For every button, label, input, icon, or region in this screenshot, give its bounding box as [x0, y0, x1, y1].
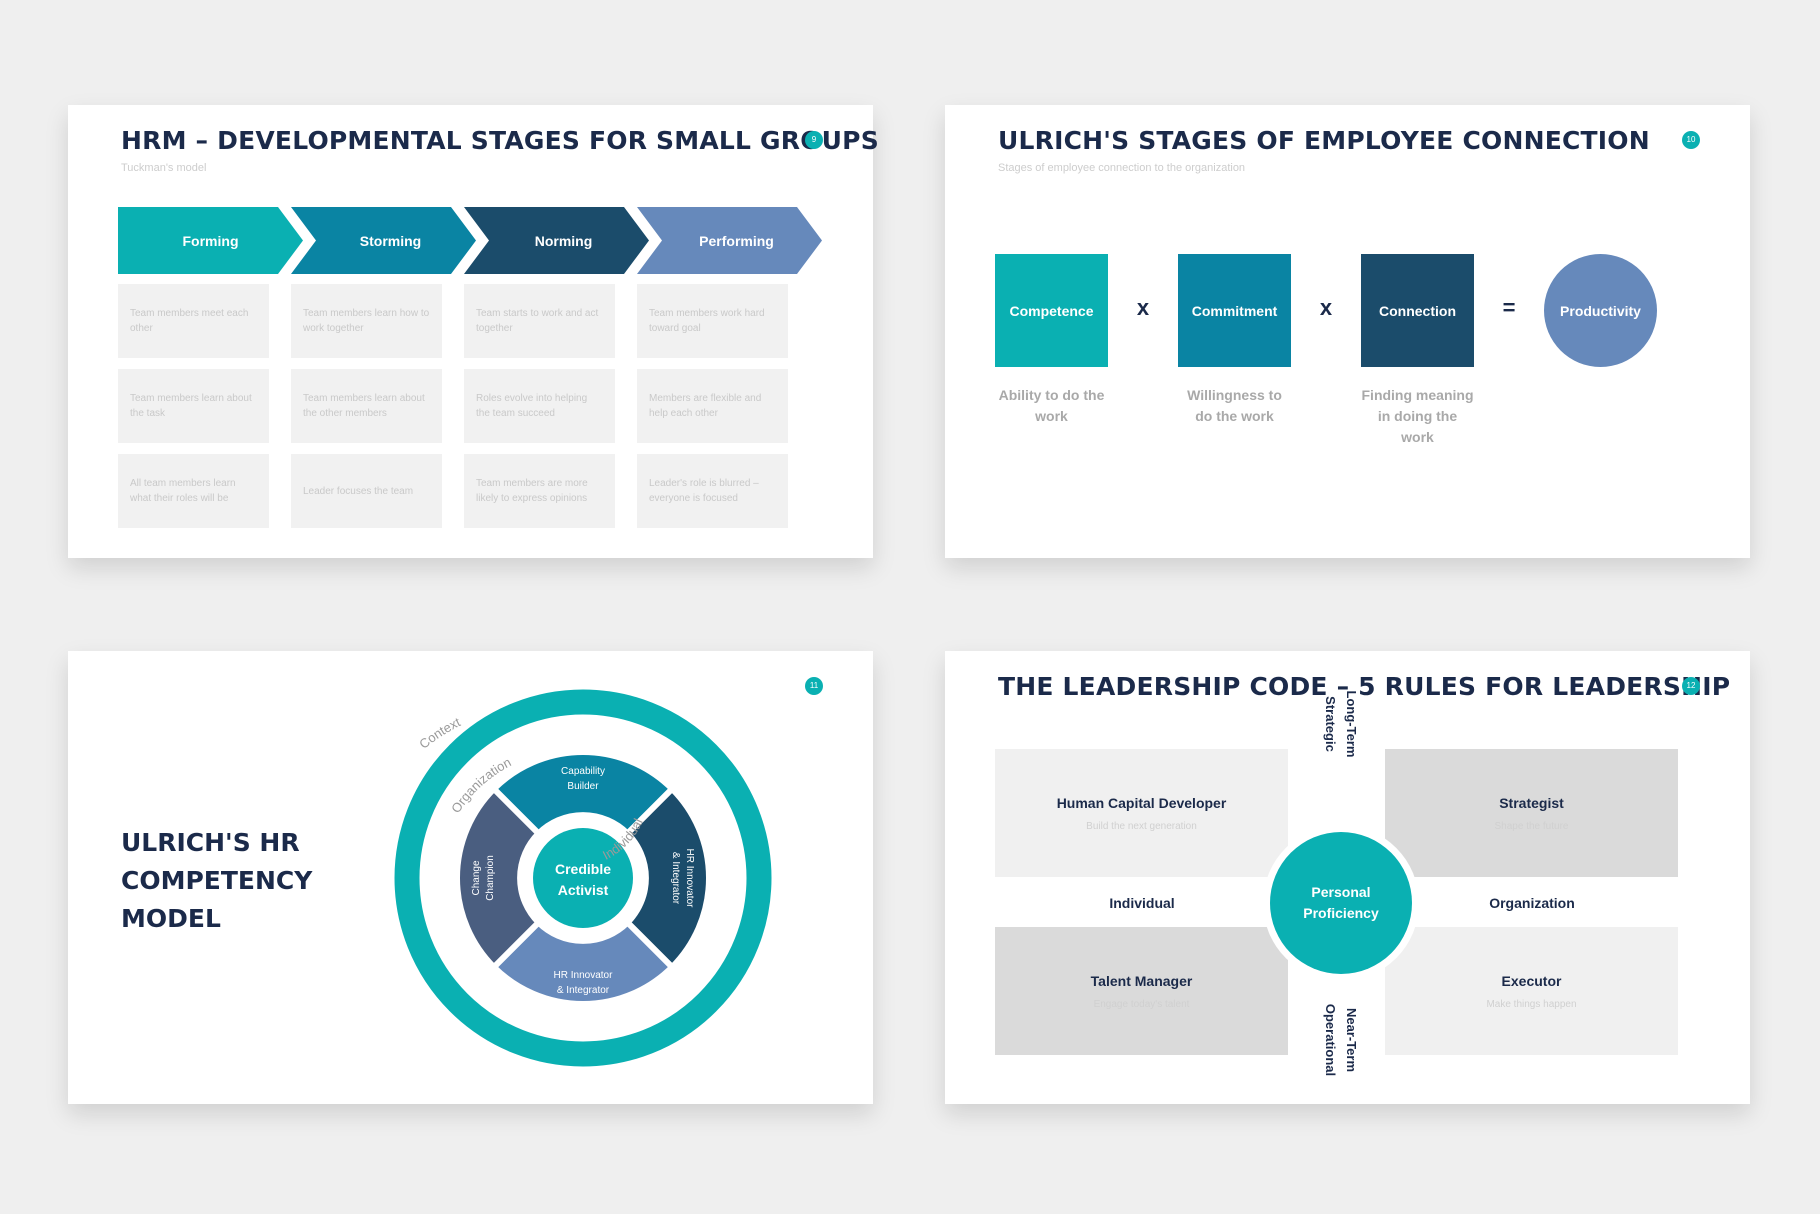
segment-top	[489, 748, 677, 838]
slide-leadership-code[interactable]: THE LEADERSHIP CODE – 5 RULES FOR LEADER…	[945, 651, 1750, 1104]
slide-developmental-stages[interactable]: HRM – DEVELOPMENTAL STAGES FOR SMALL GRO…	[68, 105, 879, 558]
multiply-operator: x	[1319, 295, 1333, 320]
segment-label-bottom: HR Innovator	[554, 970, 614, 981]
quadrant-title: Executor	[1501, 972, 1562, 989]
term-box-connection: Connection	[1361, 254, 1474, 367]
title-line: MODEL	[121, 904, 221, 933]
title-line: ULRICH'S HR	[121, 828, 300, 857]
segment-label-left: Change	[471, 860, 482, 895]
slide-subtitle: Tuckman's model	[121, 162, 207, 174]
segment-label-bottom: & Integrator	[557, 985, 610, 996]
stage-note: Members are flexible and help each other	[637, 369, 788, 443]
stage-note: All team members learn what their roles …	[118, 454, 269, 528]
stage-chevron-storming: Storming	[291, 207, 476, 274]
title-line: COMPETENCY	[121, 866, 313, 895]
axis-label-long-term-strategic: Long-Term Strategic	[1320, 664, 1362, 784]
slide-title: ULRICH'S STAGES OF EMPLOYEE CONNECTION	[998, 126, 1650, 155]
stage-note: Team members learn about the task	[118, 369, 269, 443]
term-box-competence: Competence	[995, 254, 1108, 367]
quadrant-talent-manager: Talent Manager Engage today's talent	[995, 927, 1288, 1055]
quadrant-human-capital-developer: Human Capital Developer Build the next g…	[995, 749, 1288, 877]
stage-note: Leader focuses the team	[291, 454, 442, 528]
segment-label-top: Capability	[561, 766, 605, 777]
page-number-badge: 9	[805, 131, 823, 149]
term-caption: Willingness to do the work	[1187, 387, 1282, 424]
segment-left	[453, 784, 543, 972]
stage-note: Team members learn about the other membe…	[291, 369, 442, 443]
stage-note: Leader's role is blurred – everyone is f…	[637, 454, 788, 528]
stage-chevron-forming: Forming	[118, 207, 303, 274]
quadrant-strategist: Strategist Shape the future	[1385, 749, 1678, 877]
result-circle-productivity: Productivity	[1544, 254, 1657, 367]
competency-wheel: Credible Activist Capability Builder HR …	[394, 689, 772, 1067]
center-circle	[533, 828, 633, 928]
axis-label-line: Near-Term	[1344, 1007, 1359, 1073]
segment-bottom	[489, 918, 677, 1008]
quadrant-subtitle: Build the next generation	[1086, 820, 1197, 832]
stage-note: Team members learn how to work together	[291, 284, 442, 358]
stage-note: Roles evolve into helping the team succe…	[464, 369, 615, 443]
slide-subtitle: Stages of employee connection to the org…	[998, 162, 1246, 174]
axis-label-organization: Organization	[1489, 895, 1575, 911]
quadrant-title: Talent Manager	[1090, 972, 1193, 989]
axis-label-individual: Individual	[1109, 895, 1175, 911]
outer-ring	[394, 689, 772, 1067]
axis-label-near-term-operational: Near-Term Operational	[1320, 980, 1362, 1100]
quadrant-subtitle: Engage today's talent	[1093, 998, 1190, 1010]
segment-label-right: HR Innovator	[684, 849, 695, 909]
center-label: Activist	[558, 882, 609, 898]
stage-note: Team starts to work and act together	[464, 284, 615, 358]
equals-operator: =	[1502, 295, 1516, 320]
page-number-badge: 10	[1682, 131, 1700, 149]
segment-label-left: Champion	[485, 855, 496, 901]
axis-label-line: Long-Term	[1344, 690, 1359, 758]
multiply-operator: x	[1136, 295, 1150, 320]
axis-label-line: Strategic	[1323, 696, 1338, 752]
slide-employee-connection[interactable]: ULRICH'S STAGES OF EMPLOYEE CONNECTION S…	[945, 105, 1750, 558]
slide-title: ULRICH'S HR COMPETENCY MODEL	[121, 824, 312, 938]
page-number-badge: 12	[1682, 677, 1700, 695]
quadrant-subtitle: Make things happen	[1486, 998, 1577, 1010]
center-label: Credible	[555, 861, 611, 877]
segment-label-right: & Integrator	[670, 852, 681, 905]
quadrant-title: Human Capital Developer	[1056, 794, 1227, 811]
term-caption: Finding meaning in doing the work	[1361, 387, 1474, 445]
page-number-badge: 11	[805, 677, 823, 695]
slide-title: HRM – DEVELOPMENTAL STAGES FOR SMALL GRO…	[121, 126, 879, 155]
stage-note: Team members are more likely to express …	[464, 454, 615, 528]
personal-proficiency-circle: Personal Proficiency	[1263, 825, 1419, 981]
segment-label-top: Builder	[567, 781, 599, 792]
segment-right	[623, 784, 713, 972]
center-label: Personal Proficiency	[1270, 832, 1412, 974]
slide-title: THE LEADERSHIP CODE – 5 RULES FOR LEADER…	[998, 672, 1731, 701]
quadrant-title: Strategist	[1499, 794, 1564, 811]
slide-hr-competency-model[interactable]: 11 ULRICH'S HR COMPETENCY MODEL Credible…	[68, 651, 873, 1104]
term-box-commitment: Commitment	[1178, 254, 1291, 367]
term-caption: Ability to do the work	[998, 387, 1105, 424]
quadrant-subtitle: Shape the future	[1494, 820, 1569, 832]
stage-note: Team members work hard toward goal	[637, 284, 788, 358]
axis-label-line: Operational	[1323, 1003, 1338, 1077]
stage-chevron-performing: Performing	[637, 207, 822, 274]
stage-chevron-norming: Norming	[464, 207, 649, 274]
stage-note: Team members meet each other	[118, 284, 269, 358]
quadrant-executor: Executor Make things happen	[1385, 927, 1678, 1055]
